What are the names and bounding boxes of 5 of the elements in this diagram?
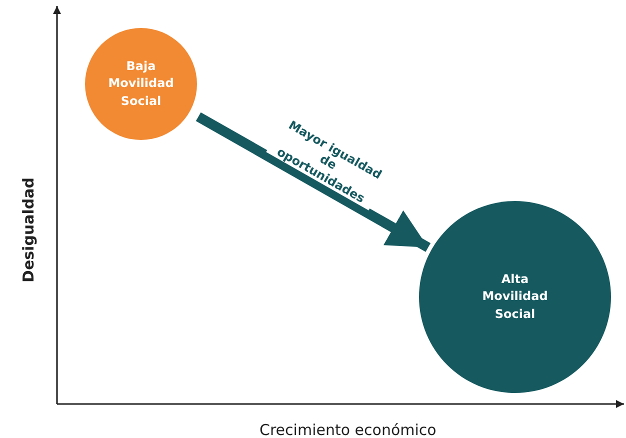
node-label: Alta Movilidad Social bbox=[481, 270, 549, 323]
arrow bbox=[196, 112, 431, 252]
axis-title: Desigualdad bbox=[19, 178, 37, 282]
node-label: Baja Movilidad Social bbox=[107, 58, 175, 110]
axis-title: Crecimiento económico bbox=[260, 421, 436, 438]
